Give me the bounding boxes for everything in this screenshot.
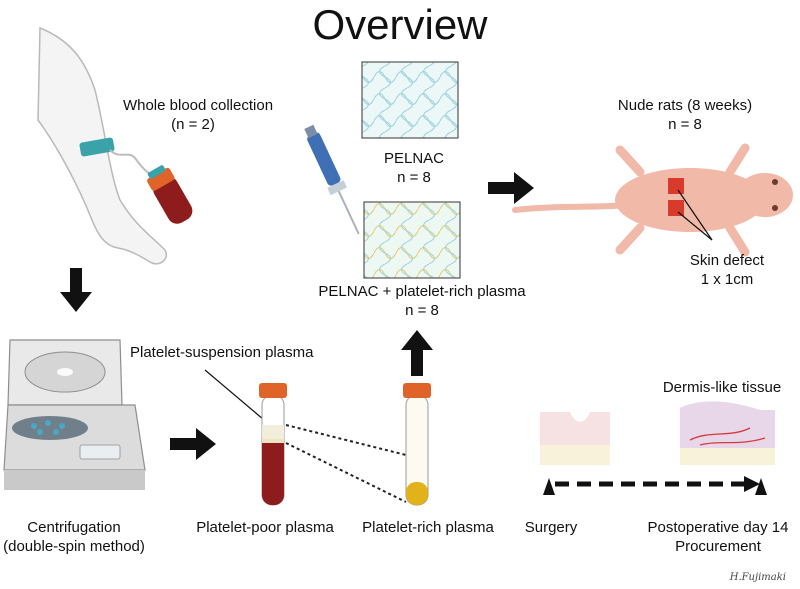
timeline-day14-label: Postoperative day 14 xyxy=(647,519,789,536)
dermis-label: Dermis-like tissue xyxy=(662,379,782,396)
wound-tissue-icon xyxy=(540,405,610,465)
blood-collection-n: (n = 2) xyxy=(171,116,215,133)
timeline-surgery-label: Surgery xyxy=(524,519,578,536)
pelnac-mesh-icon xyxy=(361,61,459,139)
arrow-right-1 xyxy=(170,428,216,460)
centrifugation-method: (double-spin method) xyxy=(3,538,145,555)
pelnac-label: PELNAC xyxy=(383,150,445,167)
pelnac-n: n = 8 xyxy=(397,169,431,186)
pelnac-prp-mesh-icon xyxy=(363,201,461,279)
arm-blood-draw-icon xyxy=(37,26,193,265)
blood-collection-label: Whole blood collection xyxy=(122,97,274,114)
tube-platelet-rich-icon xyxy=(403,383,431,506)
skin-defect-label: Skin defect xyxy=(689,252,765,269)
rats-n: n = 8 xyxy=(668,116,702,133)
centrifugation-label: Centrifugation xyxy=(27,519,121,536)
author-signature: H.Fujimaki xyxy=(729,572,786,583)
timeline-procurement-label: Procurement xyxy=(675,538,761,555)
arrow-up-1 xyxy=(401,330,433,376)
arrow-down-1 xyxy=(60,268,92,312)
timeline xyxy=(543,476,767,495)
rats-label: Nude rats (8 weeks) xyxy=(617,97,753,114)
tube-platelet-poor-icon xyxy=(259,383,287,506)
pelnac-prp-label: PELNAC + platelet-rich plasma xyxy=(318,283,526,300)
platelet-suspension-label: Platelet-suspension plasma xyxy=(130,344,314,361)
centrifuge-icon xyxy=(3,339,146,490)
arrow-right-2 xyxy=(488,172,534,204)
skin-defect-size: 1 x 1cm xyxy=(700,271,754,288)
page-title: Overview xyxy=(312,1,488,48)
nude-rat-icon xyxy=(512,143,793,257)
platelet-poor-label: Platelet-poor plasma xyxy=(196,519,334,536)
pelnac-prp-n: n = 8 xyxy=(405,302,439,319)
dermis-tissue-icon xyxy=(680,401,775,465)
pipette-icon xyxy=(304,124,360,235)
platelet-rich-label: Platelet-rich plasma xyxy=(362,519,494,536)
